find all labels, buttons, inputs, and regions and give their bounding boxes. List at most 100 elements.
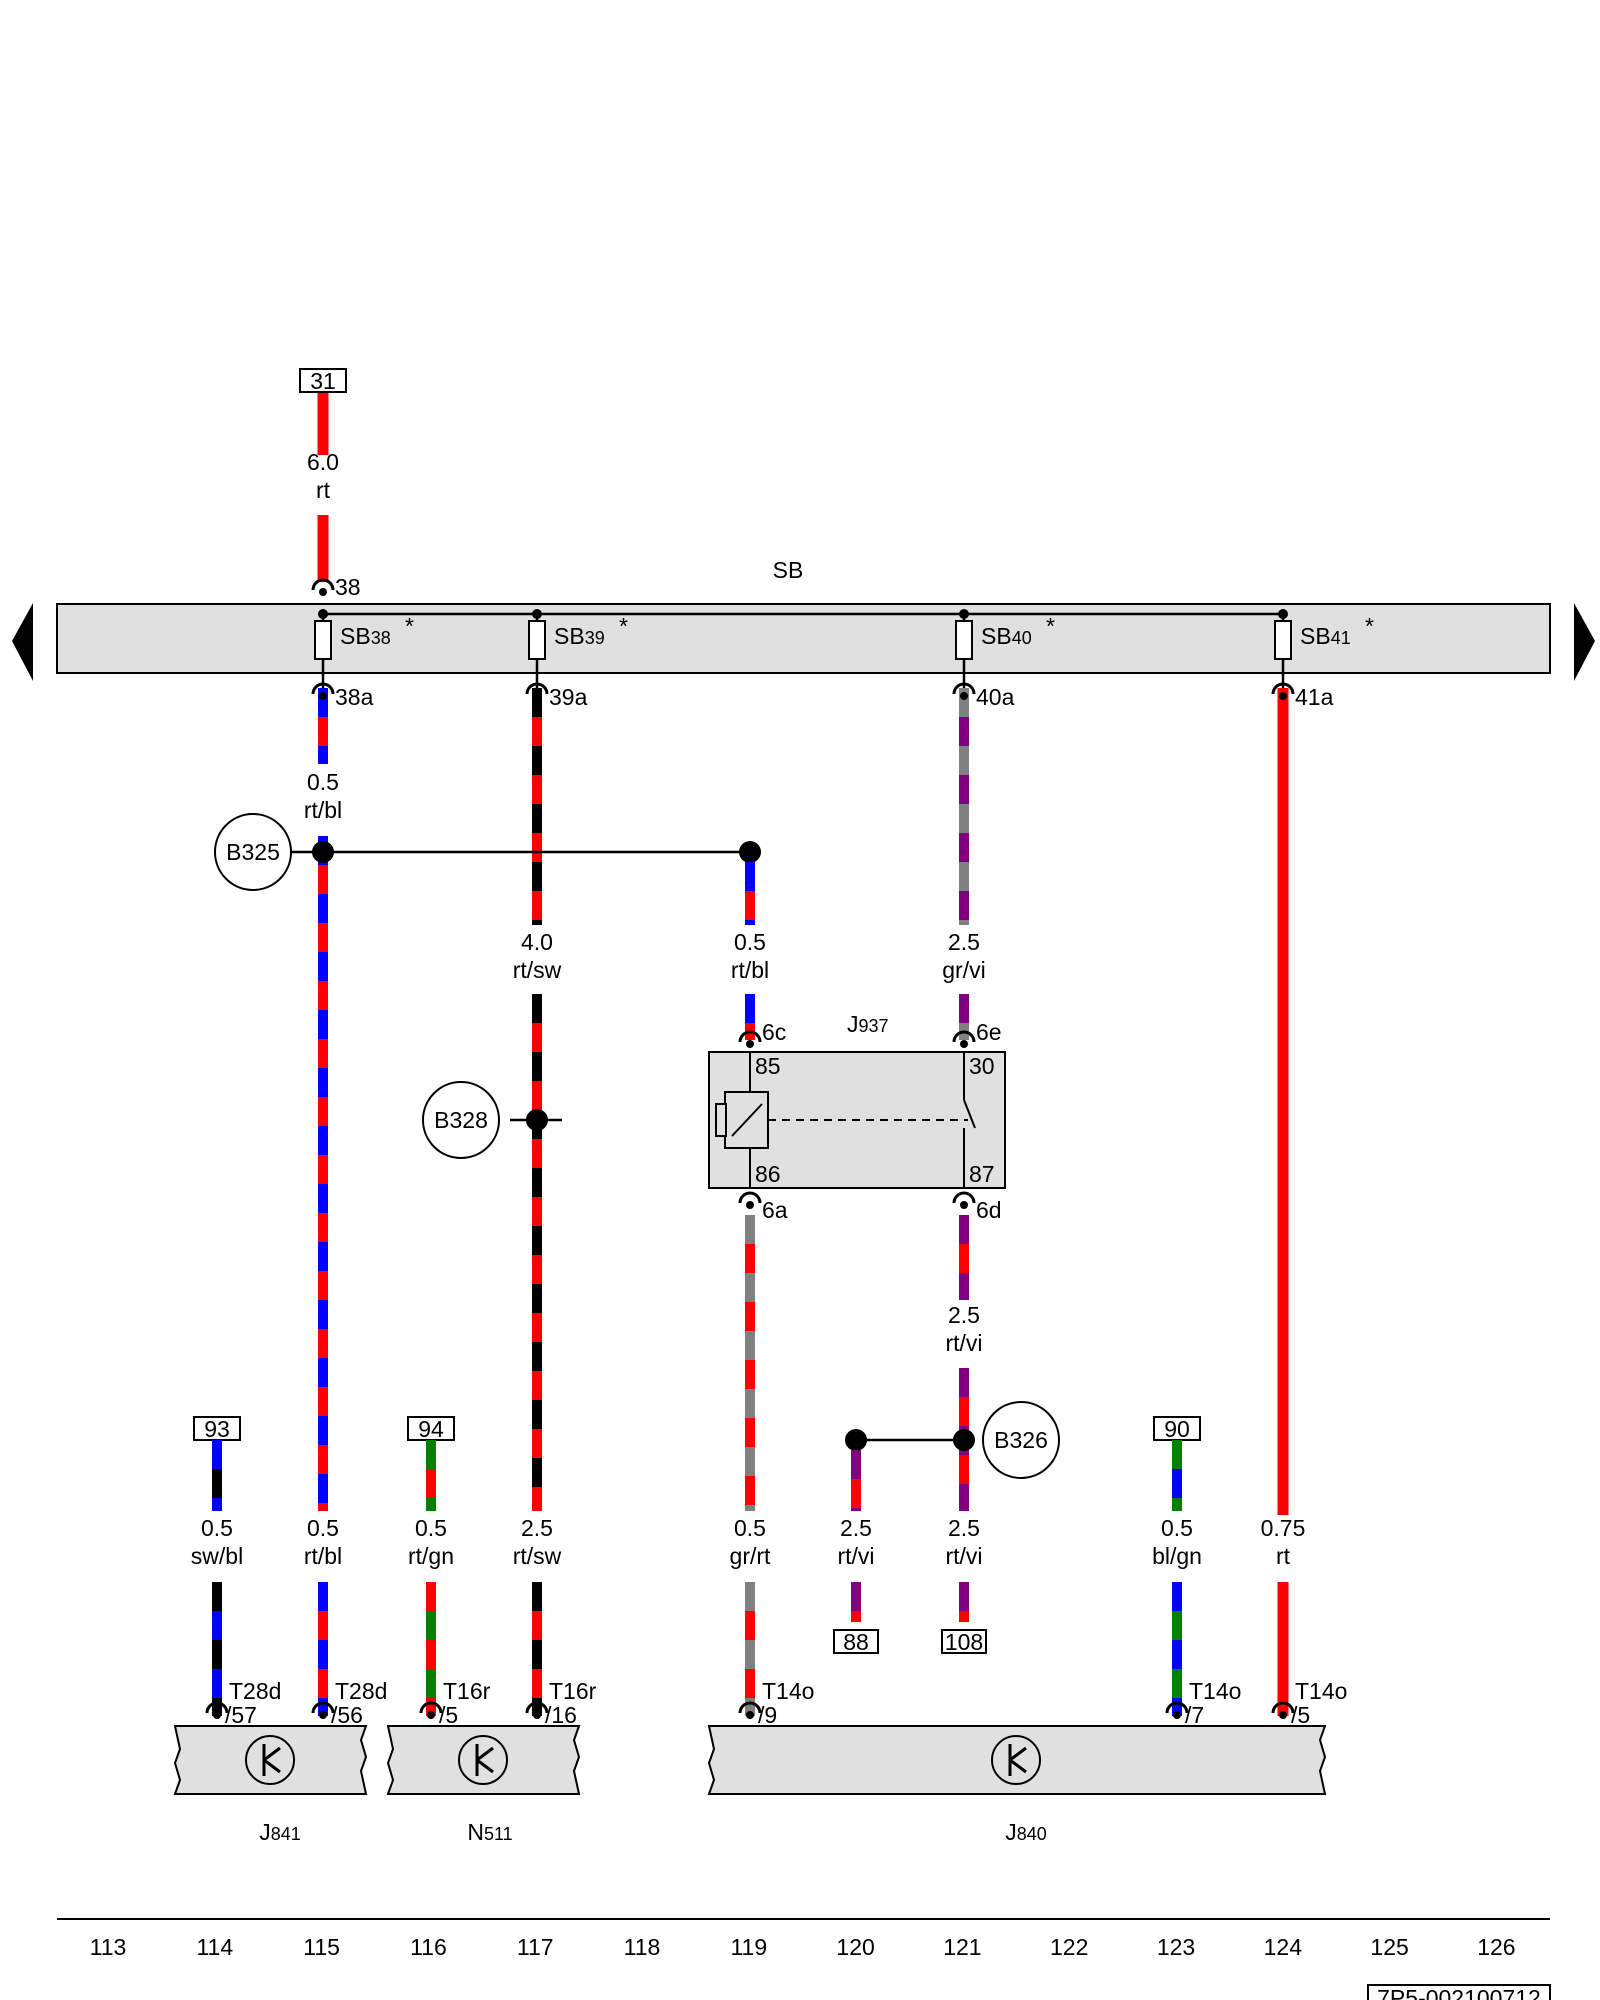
wire-label: rt bbox=[316, 477, 331, 503]
svg-text:93: 93 bbox=[204, 1416, 230, 1442]
fuse-group: SB38*SB39*SB40*SB41* bbox=[314, 609, 1374, 688]
connector-plug-icon bbox=[738, 1030, 762, 1048]
svg-text:94: 94 bbox=[418, 1416, 444, 1442]
junction-dot bbox=[845, 1429, 867, 1451]
wire-label: T28d bbox=[229, 1678, 281, 1704]
component-j841: J841 bbox=[173, 1725, 368, 1845]
svg-text:7P5-002100712: 7P5-002100712 bbox=[1377, 1985, 1541, 2000]
ref-box-31: 31 bbox=[299, 368, 347, 394]
connector-plug-icon bbox=[1271, 1701, 1295, 1719]
wire-label: 0.5 bbox=[201, 1515, 233, 1541]
relay-pin-85: 85 bbox=[755, 1053, 781, 1079]
wire-label: rt/sw bbox=[513, 957, 562, 983]
connector-pin: /5 bbox=[1291, 1702, 1310, 1728]
fuse-sb38: SB38* bbox=[314, 609, 414, 688]
ref-box: 93 bbox=[193, 1416, 241, 1442]
wire-label: 0.5 bbox=[307, 769, 339, 795]
ground-symbol-icon bbox=[1008, 1744, 1027, 1776]
wire-label: 40a bbox=[976, 684, 1015, 710]
wire-label: rt/vi bbox=[945, 1543, 982, 1569]
grid-number: 117 bbox=[517, 1934, 554, 1960]
wire-label: T14o bbox=[1189, 1678, 1241, 1704]
connector-plug-icon bbox=[205, 1701, 229, 1719]
svg-text:SB40: SB40 bbox=[981, 623, 1032, 649]
grid-number: 123 bbox=[1157, 1934, 1195, 1960]
connector-pin: /7 bbox=[1185, 1702, 1204, 1728]
component-n511: N511 bbox=[386, 1725, 581, 1845]
svg-text:108: 108 bbox=[945, 1629, 983, 1655]
right-arrow-icon bbox=[1574, 603, 1595, 681]
svg-text:J840: J840 bbox=[1005, 1819, 1047, 1845]
wire-label: 6c bbox=[762, 1019, 786, 1045]
wire-label: rt/vi bbox=[945, 1330, 982, 1356]
wire-label: sw/bl bbox=[191, 1543, 243, 1569]
svg-text:N511: N511 bbox=[467, 1819, 512, 1845]
wire-label: 6d bbox=[976, 1197, 1002, 1223]
fuse-sb40: SB40 * bbox=[955, 609, 1055, 688]
wire-label: gr/vi bbox=[942, 957, 985, 983]
splice-b328: B328 bbox=[422, 1081, 500, 1159]
wire-label: 38a bbox=[335, 684, 374, 710]
connector-plug-icon bbox=[1165, 1701, 1189, 1719]
wire-label: 2.5 bbox=[948, 1515, 980, 1541]
grid-number: 116 bbox=[410, 1934, 447, 1960]
connector-plug-icon bbox=[738, 1191, 762, 1209]
wire-label: 2.5 bbox=[840, 1515, 872, 1541]
relay-pin-87: 87 bbox=[969, 1161, 995, 1187]
ground-symbol-icon bbox=[262, 1744, 281, 1776]
wire-label: rt/bl bbox=[731, 957, 769, 983]
wire-label: 4.0 bbox=[521, 929, 553, 955]
splice-b325: B325 bbox=[214, 813, 292, 891]
grid-number: 119 bbox=[730, 1934, 767, 1960]
wire-label: rt/vi bbox=[837, 1543, 874, 1569]
wire-label: 0.75 bbox=[1261, 1515, 1306, 1541]
grid-number: 124 bbox=[1264, 1934, 1303, 1960]
connector-pin: /16 bbox=[545, 1702, 577, 1728]
junction-dot bbox=[953, 1429, 975, 1451]
wire-label: 6a bbox=[762, 1197, 788, 1223]
svg-text:B328: B328 bbox=[434, 1107, 488, 1133]
wire-label: 0.5 bbox=[415, 1515, 447, 1541]
wire-label: T14o bbox=[762, 1678, 814, 1704]
wire-label: rt/gn bbox=[408, 1543, 454, 1569]
grid-number: 113 bbox=[90, 1934, 127, 1960]
svg-text:*: * bbox=[619, 613, 628, 639]
left-arrow-icon bbox=[12, 603, 33, 681]
ref-box: 88 bbox=[833, 1629, 879, 1655]
ref-box: 108 bbox=[941, 1629, 987, 1655]
wire-label: 0.5 bbox=[1161, 1515, 1193, 1541]
wire-label: 0.5 bbox=[307, 1515, 339, 1541]
junction-dot bbox=[739, 841, 761, 863]
fuse-sb39: SB39 * bbox=[528, 609, 628, 688]
ref-box: 90 bbox=[1153, 1416, 1201, 1442]
ref-box: 94 bbox=[407, 1416, 455, 1442]
fuse-bus: SB bbox=[12, 557, 1595, 681]
wire-label: 6.0 bbox=[307, 449, 339, 475]
relay-pin-30: 30 bbox=[969, 1053, 995, 1079]
connector-plug-icon bbox=[311, 578, 335, 596]
connector-plug-icon bbox=[952, 1030, 976, 1048]
svg-text:*: * bbox=[1365, 613, 1374, 639]
wire-label: rt/bl bbox=[304, 797, 342, 823]
wire-label: rt bbox=[1276, 1543, 1291, 1569]
grid-number: 120 bbox=[836, 1934, 874, 1960]
wire-label: T16r bbox=[443, 1678, 491, 1704]
svg-text:J841: J841 bbox=[259, 1819, 301, 1845]
wire-label: rt/bl bbox=[304, 1543, 342, 1569]
wire-label: gr/rt bbox=[730, 1543, 772, 1569]
connector-plug-icon bbox=[738, 1701, 762, 1719]
svg-text:SB39: SB39 bbox=[554, 623, 605, 649]
wire-label: T16r bbox=[549, 1678, 597, 1704]
svg-text:90: 90 bbox=[1164, 1416, 1190, 1442]
grid-number: 125 bbox=[1370, 1934, 1408, 1960]
wire-label: 38 bbox=[335, 574, 361, 600]
svg-text:SB38: SB38 bbox=[340, 623, 391, 649]
svg-text:*: * bbox=[1046, 613, 1055, 639]
svg-text:31: 31 bbox=[310, 368, 336, 394]
wire-label: T14o bbox=[1295, 1678, 1347, 1704]
connector-plug-icon bbox=[952, 1191, 976, 1209]
wire-label: 2.5 bbox=[948, 929, 980, 955]
svg-text:B325: B325 bbox=[226, 839, 280, 865]
